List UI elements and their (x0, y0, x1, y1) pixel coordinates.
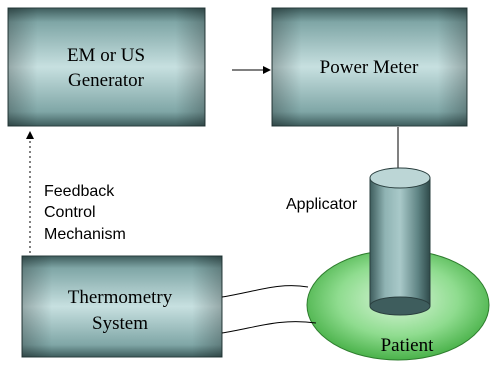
applicator-label: Applicator (286, 196, 358, 213)
feedback-label-line3: Mechanism (44, 226, 126, 243)
thermometry-label-line1: Thermometry (68, 287, 173, 308)
patient-label: Patient (381, 335, 434, 356)
applicator-cylinder (369, 167, 431, 316)
thermometry-box: Thermometry System (21, 255, 223, 358)
power-meter-box: Power Meter (271, 7, 468, 127)
generator-box: EM or US Generator (7, 7, 206, 127)
feedback-label-line1: Feedback (44, 183, 115, 200)
generator-label-line2: Generator (68, 70, 145, 91)
power-meter-label: Power Meter (320, 57, 419, 78)
feedback-label-line2: Control (44, 204, 96, 221)
sensor-wire-bottom (221, 321, 317, 334)
sensor-wire-top (221, 285, 309, 298)
thermometry-label-line2: System (92, 313, 148, 334)
generator-label-line1: EM or US (67, 45, 145, 66)
